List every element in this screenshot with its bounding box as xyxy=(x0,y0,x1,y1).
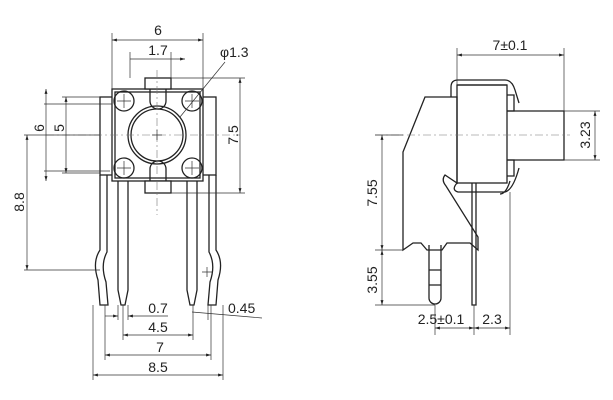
dim-width-top: 6 xyxy=(154,22,162,38)
dim-pin-pitch-v: 5 xyxy=(51,124,67,132)
clip-tabs xyxy=(507,94,515,177)
side-view: 7±0.1 3.23 7.55 3.55 2.5±0.1 2.3 xyxy=(364,37,600,335)
mount-holes xyxy=(113,90,203,179)
dim-inner-pitch: 4.5 xyxy=(148,319,168,335)
dim-lead-height: 8.8 xyxy=(11,192,27,212)
dim-pin-width: 0.7 xyxy=(148,300,168,316)
dim-pin-length: 3.55 xyxy=(364,266,380,293)
side-pin xyxy=(428,245,442,305)
dim-center-height: 7.55 xyxy=(364,179,380,206)
bottom-tab xyxy=(144,180,172,194)
dim-hole-dia: φ1.3 xyxy=(220,44,249,60)
front-dimensions xyxy=(24,33,263,380)
dim-body-height: 6 xyxy=(31,124,47,132)
top-tab xyxy=(144,77,172,90)
front-view: 6 1.7 φ1.3 6 5 7.5 8.8 0.7 0.45 4.5 7 8.… xyxy=(11,22,263,380)
dim-lead-offset: 2.3 xyxy=(482,311,502,327)
dim-overall-width: 8.5 xyxy=(148,359,168,375)
bottom-clip xyxy=(453,167,520,195)
top-clip xyxy=(450,79,520,104)
side-housing xyxy=(402,96,479,252)
dim-plunger-tab: 1.7 xyxy=(148,42,168,58)
side-dimensions xyxy=(375,48,600,335)
side-lead xyxy=(471,183,477,306)
side-body xyxy=(456,84,508,184)
dim-plunger-height: 3.23 xyxy=(577,121,593,148)
dim-lead-thickness: 0.45 xyxy=(228,300,255,316)
dim-outer-pitch: 7 xyxy=(156,339,164,355)
dim-length: 7±0.1 xyxy=(493,37,528,53)
leads xyxy=(94,175,222,306)
dim-pin-offset: 2.5±0.1 xyxy=(418,311,465,327)
side-plunger xyxy=(507,110,565,161)
dim-overall-height: 7.5 xyxy=(225,125,241,145)
